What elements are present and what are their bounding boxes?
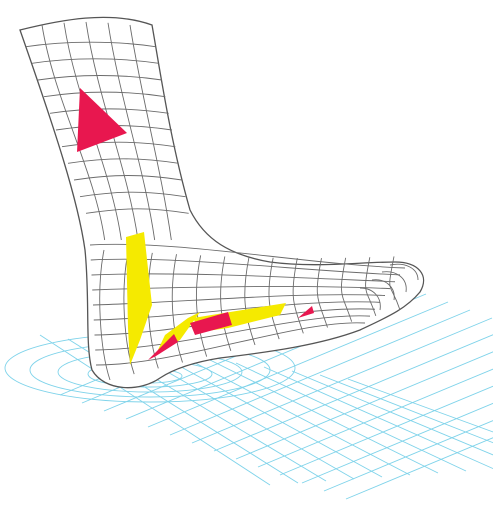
grid-line-a — [292, 371, 493, 467]
grid-line-a — [320, 375, 493, 465]
grid-line-b — [280, 350, 493, 475]
grid-line-b — [258, 342, 493, 467]
grid-line-b — [302, 358, 493, 483]
grid-line-a — [236, 363, 466, 471]
foot-outline — [20, 17, 424, 387]
grid-line-b — [346, 374, 493, 499]
grid-line-a — [152, 351, 382, 477]
grid-line-a — [180, 355, 410, 475]
